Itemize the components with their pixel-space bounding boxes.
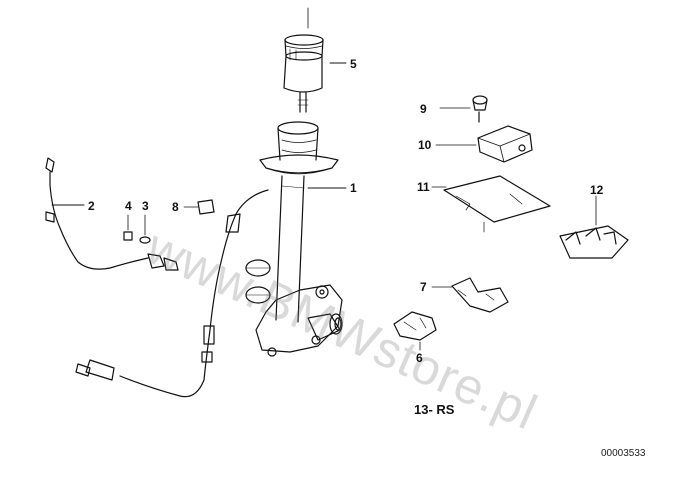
callout-1: 1 <box>350 181 357 195</box>
document-number: 00003533 <box>601 448 646 459</box>
callout-5: 5 <box>350 57 357 71</box>
callout-6: 6 <box>416 351 423 365</box>
part-6-holder <box>393 311 437 351</box>
callout-4: 4 <box>125 199 132 213</box>
callout-11: 11 <box>417 180 430 194</box>
part-2-sensor <box>45 157 179 271</box>
part-3-washer <box>139 214 151 244</box>
group-label: 13- RS <box>414 402 455 417</box>
callout-10: 10 <box>418 138 432 152</box>
callout-7: 7 <box>420 280 427 294</box>
part-12-clip <box>559 195 629 259</box>
part-11-bracket <box>431 175 551 233</box>
part-7-holder <box>431 277 509 313</box>
callout-8: 8 <box>172 200 179 214</box>
callout-3: 3 <box>142 199 149 213</box>
callout-2: 2 <box>88 199 95 213</box>
part-10-module <box>435 125 533 163</box>
sensor-cable <box>75 189 269 398</box>
callout-9: 9 <box>420 102 427 116</box>
part-5-boot <box>283 7 347 93</box>
part-1-strut <box>245 91 347 357</box>
part-4-bolt <box>123 214 133 241</box>
part-9-screw <box>439 95 488 123</box>
callout-12: 12 <box>590 183 604 197</box>
part-8-bolt <box>183 199 215 215</box>
